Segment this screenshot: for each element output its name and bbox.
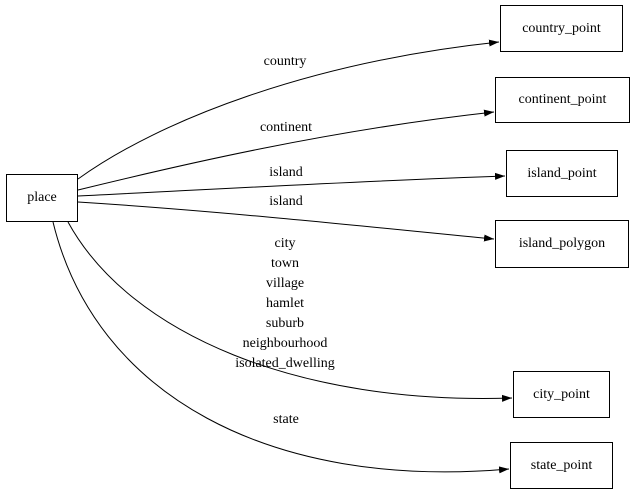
edge-label-isolated-dwelling: isolated_dwelling [235,356,335,371]
node-country-point: country_point [500,5,623,52]
edge-label-hamlet: hamlet [265,296,305,311]
node-continent-point: continent_point [495,77,630,123]
edge-place-island_point [77,172,506,197]
node-place: place [6,174,78,222]
edge-place-city_point [67,221,513,402]
node-state-point: state_point [510,442,613,489]
edge-place-country_point [77,39,500,180]
node-island-polygon-label: island_polygon [518,236,606,251]
edge-place-continent_point [77,109,495,191]
edge-label-continent: continent [259,120,313,135]
edge-label-village: village [265,276,305,291]
edge-label-town: town [270,256,299,271]
node-island-polygon: island_polygon [495,220,629,268]
node-country-point-label: country_point [522,20,601,36]
node-state-point-label: state_point [530,457,593,473]
edge-label-state: state [273,412,299,427]
edge-label-island-polygon: island [269,194,303,209]
node-place-label: place [27,190,57,205]
edge-label-suburb: suburb [265,316,305,331]
node-island-point-label: island_point [527,165,597,181]
node-city-point-label: city_point [533,386,590,402]
node-island-point: island_point [506,150,618,197]
edge-label-country: country [263,54,307,69]
edge-label-city-group: city town village hamlet suburb neighbou… [235,234,335,374]
edge-label-city: city [274,236,296,251]
edge-label-island-point: island [269,165,303,180]
edge-place-island_polygon [77,201,495,242]
edge-place-state_point [52,221,510,474]
edge-label-neighbourhood: neighbourhood [242,336,328,351]
node-continent-point-label: continent_point [518,92,607,107]
node-city-point: city_point [513,371,610,418]
